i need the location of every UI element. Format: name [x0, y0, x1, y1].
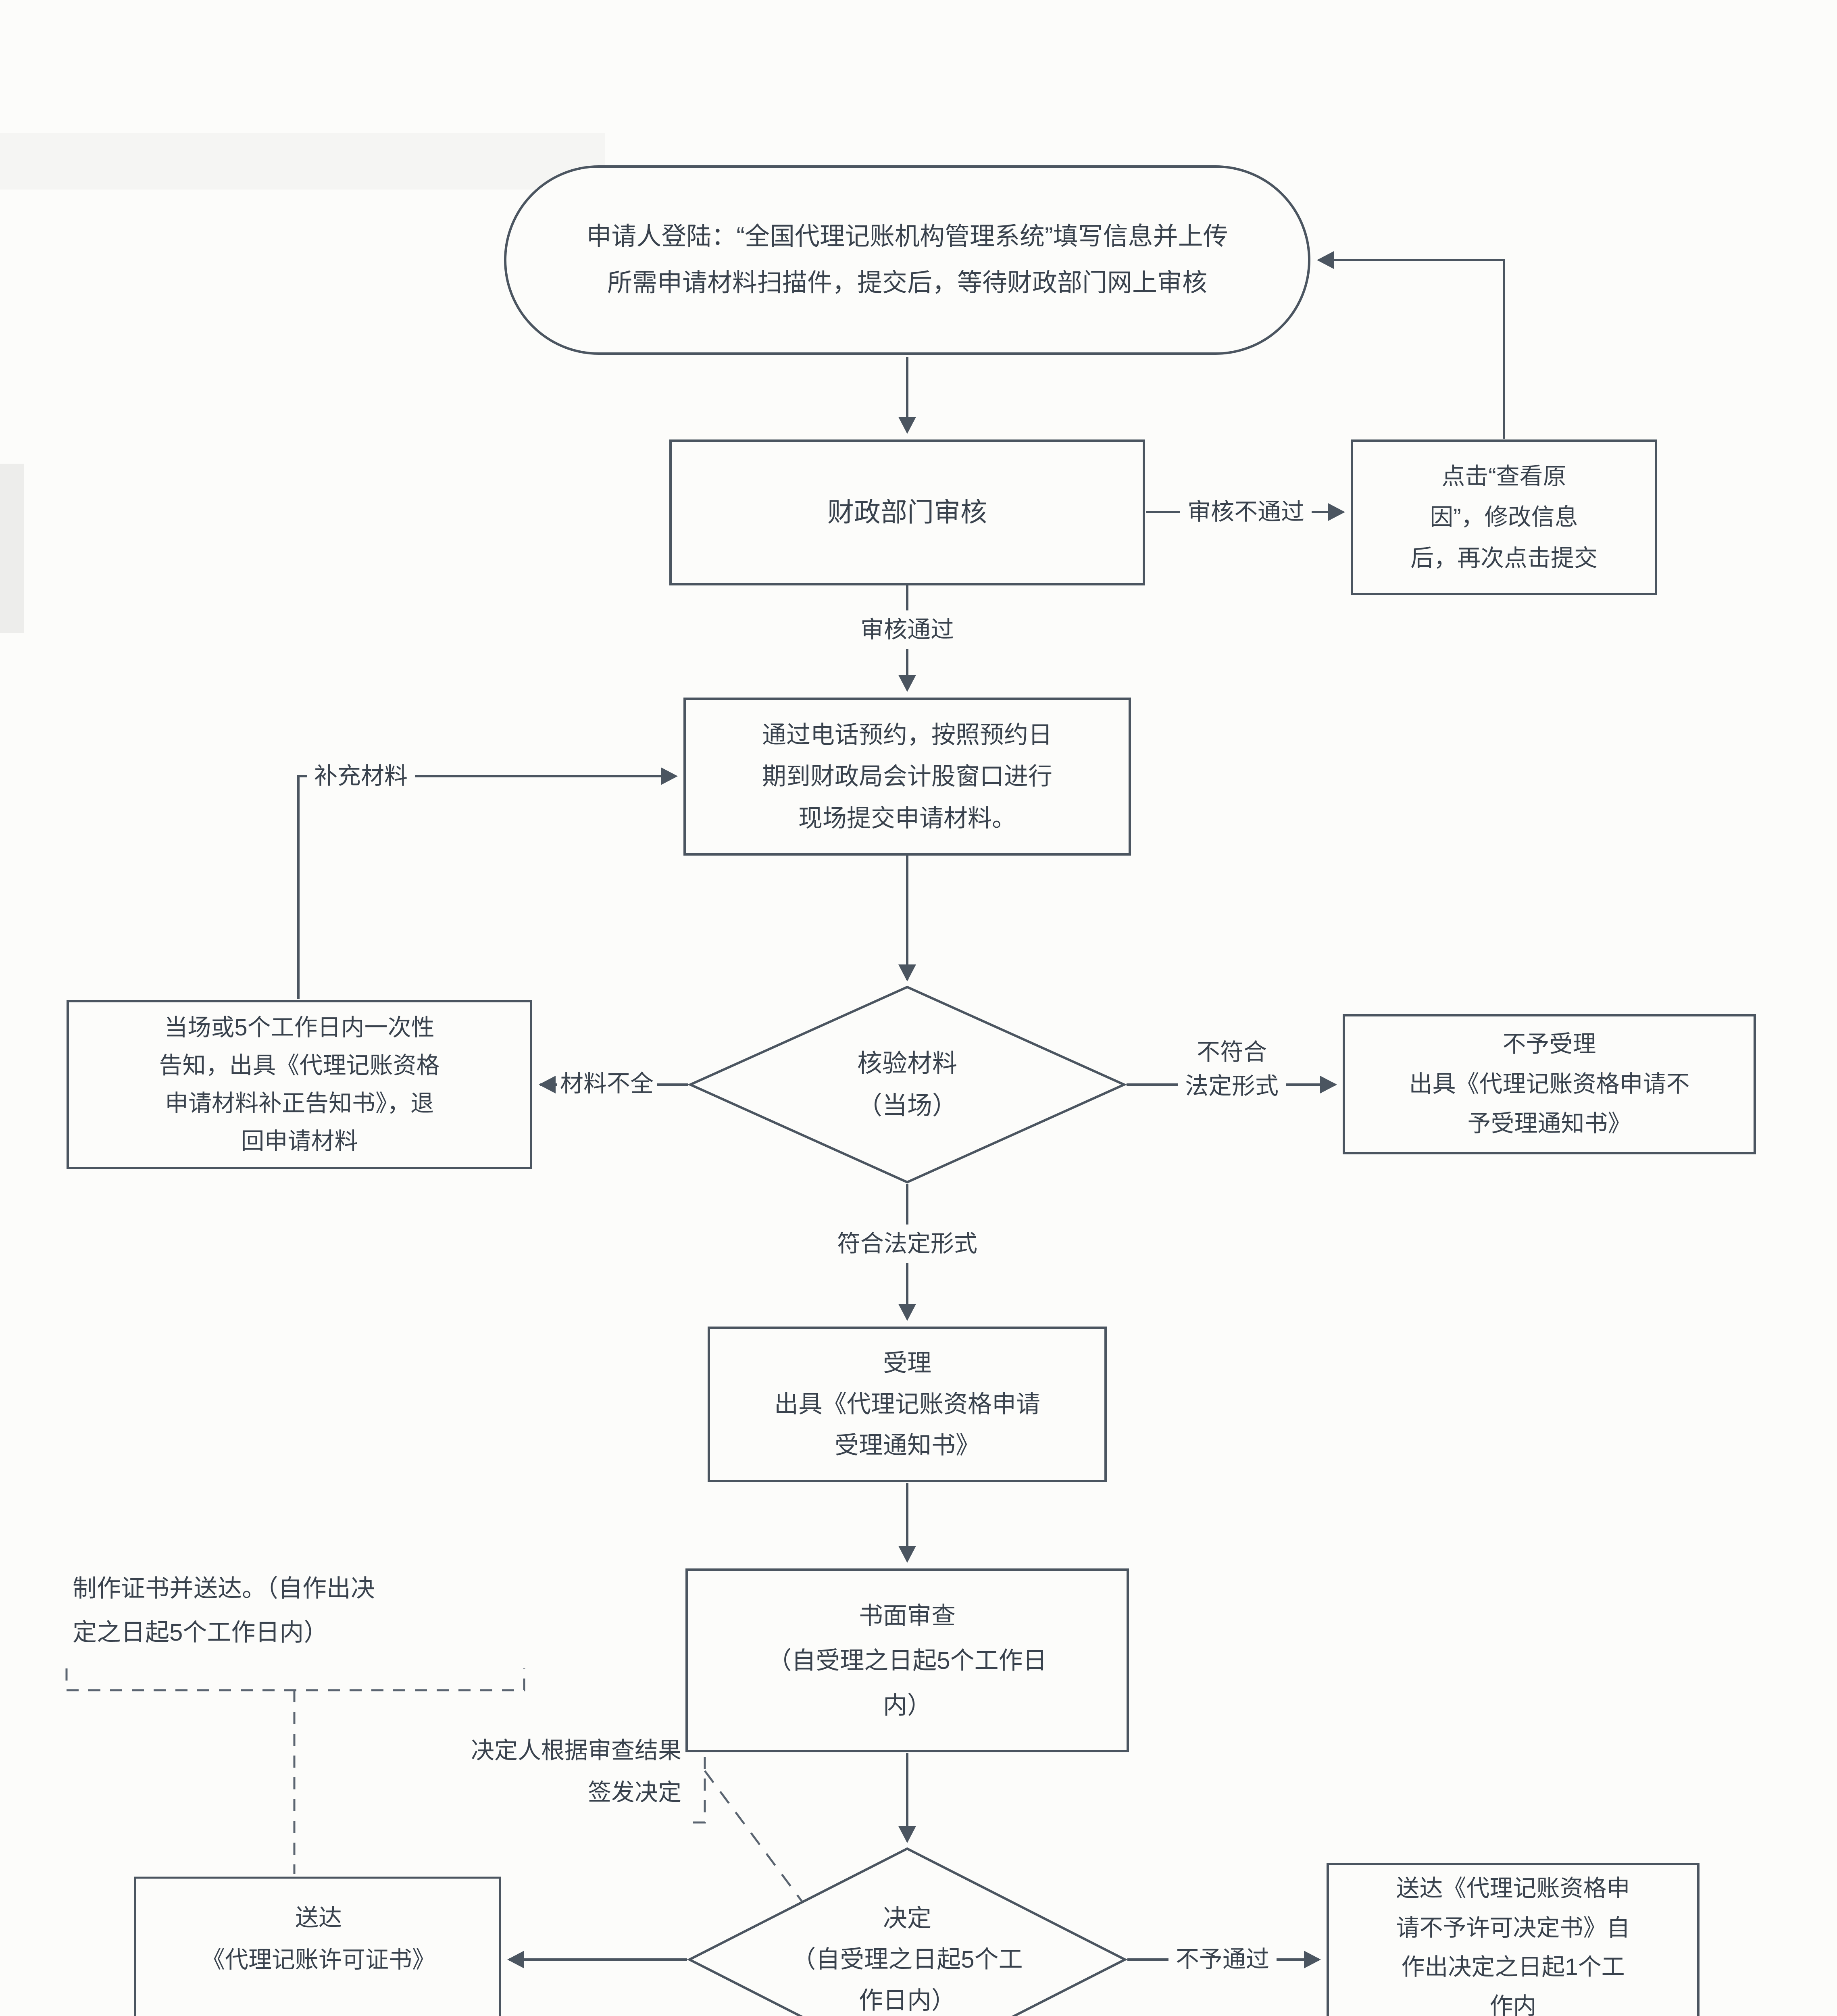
deny-decision-box: 送达《代理记账资格申 请不予许可决定书》自 作出决定之日起1个工 作内	[1327, 1863, 1700, 2016]
verify-diamond	[687, 985, 1127, 1184]
edge-reason-to-start	[1317, 251, 1505, 439]
edge-label-legal-form: 符合法定形式	[829, 1224, 985, 1264]
edge-label-not-approved: 不予通过	[1168, 1940, 1277, 1979]
dashed-link-sign-to-decision	[704, 1770, 809, 1910]
note-sign-decision: 决定人根据审查结果 签发决定	[471, 1737, 681, 1806]
start-terminator: 申请人登陆：“全国代理记账机构管理系统”填写信息并上传 所需申请材料扫描件，提交…	[504, 165, 1310, 355]
edge-label-supplement: 补充材料	[306, 756, 415, 796]
note-make-certificate: 制作证书并送达。（自作出决 定之日起5个工作日内）	[73, 1575, 375, 1646]
view-reason-box: 点击“查看原 因”，修改信息 后，再次点击提交	[1351, 439, 1657, 595]
decision-diamond	[687, 1847, 1128, 2016]
edge-label-review-pass: 审核通过	[853, 610, 962, 650]
phone-appointment-box: 通过电话预约，按照预约日 期到财政局会计股窗口进行 现场提交申请材料。	[683, 698, 1131, 856]
edge-label-not-legal: 不符合 法定形式	[1177, 1033, 1286, 1106]
deliver-cert-document-shape	[134, 1876, 501, 2016]
decision-diamond-label: 决定 （自受理之日起5个工 作日内）	[791, 1905, 1023, 2014]
deliver-cert-label: 送达 《代理记账许可证书》	[201, 1905, 435, 1973]
supplement-notice-box: 当场或5个工作日内一次性 告知，出具《代理记账资格 申请材料补正告知书》，退 回…	[67, 1000, 532, 1169]
edge-notify-to-phone	[297, 767, 678, 999]
verify-diamond-label: 核验材料 （当场）	[857, 1049, 957, 1120]
not-accepted-box: 不予受理 出具《代理记账资格申请不 予受理通知书》	[1343, 1014, 1756, 1154]
finance-review-box: 财政部门审核	[669, 439, 1145, 585]
written-review-box: 书面审查 （自受理之日起5个工作日 内）	[685, 1568, 1129, 1752]
dashed-bracket-make-cert	[65, 1668, 525, 1691]
accepted-box: 受理 出具《代理记账资格申请 受理通知书》	[708, 1327, 1107, 1482]
edge-label-incomplete: 材料不全	[556, 1064, 657, 1104]
edge-label-review-fail: 审核不通过	[1180, 492, 1312, 532]
